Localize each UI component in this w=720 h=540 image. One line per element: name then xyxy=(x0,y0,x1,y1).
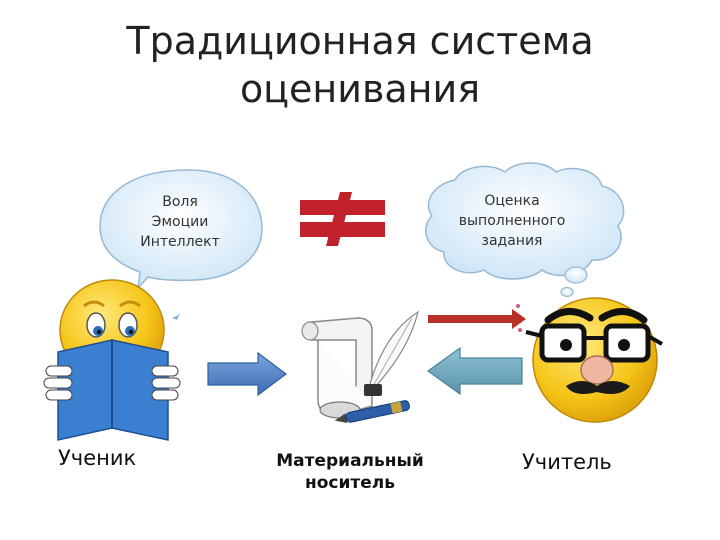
teacher-thought-bubble: Оценка выполненного задания xyxy=(425,162,625,298)
teacher-bubble-line-3: задания xyxy=(482,233,543,249)
medium-label-line-1: Материальный xyxy=(276,451,424,471)
red-arrow-icon xyxy=(428,304,526,332)
student-bubble-line-3: Интеллект xyxy=(140,234,220,250)
not-equal-icon xyxy=(300,192,385,246)
medium-label-line-2: носитель xyxy=(305,473,395,494)
teacher-label: Учитель xyxy=(522,450,612,474)
student-label: Ученик xyxy=(58,446,137,470)
left-arrow-icon xyxy=(426,346,523,396)
student-speech-bubble: Воля Эмоции Интеллект xyxy=(99,169,263,291)
teacher-smiley-icon xyxy=(525,297,663,423)
student-bubble-line-2: Эмоции xyxy=(152,214,209,230)
title-line-1: Традиционная система xyxy=(126,19,594,63)
right-arrow-icon xyxy=(207,351,287,397)
teacher-bubble-line-2: выполненного xyxy=(459,213,566,229)
scroll-quill-icon xyxy=(301,310,419,423)
page-title: Традиционная система оценивания xyxy=(0,18,720,113)
title-line-2: оценивания xyxy=(239,66,481,111)
teacher-bubble-line-1: Оценка xyxy=(484,193,539,209)
student-bubble-line-1: Воля xyxy=(162,194,198,210)
medium-label: Материальный носитель xyxy=(255,450,445,494)
student-smiley-icon xyxy=(43,279,181,441)
